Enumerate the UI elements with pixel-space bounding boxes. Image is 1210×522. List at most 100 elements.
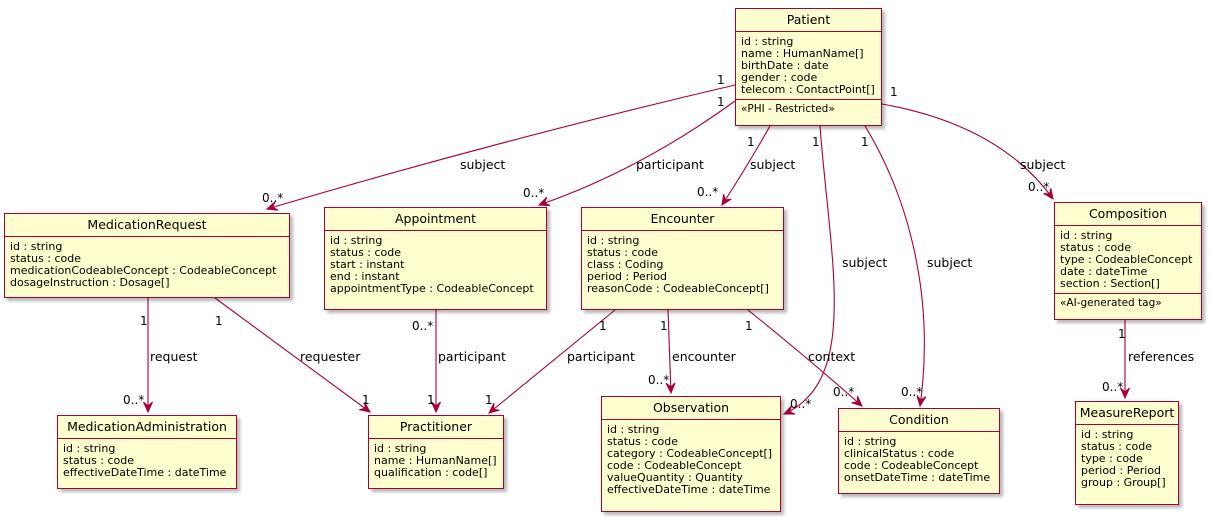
class-attribute: date : dateTime <box>1060 265 1148 278</box>
class-attribute: id : string <box>374 442 427 455</box>
multiplicity-source: 1 <box>717 95 725 109</box>
class-attribute: end : instant <box>330 270 400 283</box>
multiplicity-target: 1 <box>427 393 435 407</box>
multiplicity-target: 1 <box>362 393 370 407</box>
association-label: context <box>808 349 856 364</box>
arrowhead <box>1120 387 1130 400</box>
class-attribute: medicationCodeableConcept : CodeableConc… <box>10 264 277 277</box>
class-attribute: id : string <box>607 423 660 436</box>
arrowhead <box>721 193 732 207</box>
association-line <box>783 125 835 415</box>
class-attribute: id : string <box>587 234 640 247</box>
class-attribute: id : string <box>10 240 63 253</box>
arrowhead <box>1043 188 1054 200</box>
multiplicity-source: 1 <box>660 319 668 333</box>
class-attribute: dosageInstruction : Dosage[] <box>10 276 170 289</box>
association-line <box>214 297 371 413</box>
multiplicity-target: 0..* <box>1028 180 1050 194</box>
class-attribute: id : string <box>1060 229 1113 242</box>
class-attribute: reasonCode : CodeableConcept[] <box>587 282 769 295</box>
multiplicity-target: 1 <box>485 393 493 407</box>
multiplicity-source: 0..* <box>412 319 434 333</box>
class-name: Patient <box>736 9 881 32</box>
class-attribute: code : CodeableConcept <box>844 459 979 472</box>
association-label: subject <box>927 255 973 270</box>
class-attribute: gender : code <box>741 71 818 84</box>
class-attribute: period : Period <box>587 270 668 283</box>
class-attribute: status : code <box>587 246 659 259</box>
arrowhead <box>851 395 863 407</box>
multiplicity-target: 0..* <box>123 393 145 407</box>
class-name: MeasureReport <box>1076 402 1178 425</box>
association-label: request <box>150 349 198 364</box>
multiplicity-target: 0..* <box>262 191 284 205</box>
class-attribute: id : string <box>1081 428 1134 441</box>
multiplicity-target: 0..* <box>648 373 670 387</box>
association-label: subject <box>460 157 506 172</box>
association-line <box>266 84 736 210</box>
association-label: requester <box>300 349 361 364</box>
arrowhead <box>359 402 371 413</box>
class-attribute: class : Coding <box>587 258 664 271</box>
class-attribute: group : Group[] <box>1081 476 1166 489</box>
multiplicity-target: 0..* <box>833 385 855 399</box>
arrowhead <box>143 401 153 414</box>
class-attribute: effectiveDateTime : dateTime <box>63 466 227 479</box>
association-label: encounter <box>672 349 736 364</box>
association-label: subject <box>842 255 888 270</box>
class-attribute: id : string <box>330 234 383 247</box>
class-attribute: period : Period <box>1081 464 1162 477</box>
class-attribute: status : code <box>607 435 679 448</box>
class-attribute: name : HumanName[] <box>741 47 864 60</box>
multiplicity-source: 1 <box>215 314 223 328</box>
class-attribute: type : code <box>1081 452 1143 465</box>
class-name: Composition <box>1055 203 1201 226</box>
class-name: Condition <box>839 409 999 432</box>
multiplicity-target: 0..* <box>1102 380 1124 394</box>
association-line <box>881 103 1054 200</box>
class-attribute: id : string <box>63 442 116 455</box>
class-attribute: effectiveDateTime : dateTime <box>607 483 771 496</box>
arrowhead <box>537 196 551 207</box>
association-line <box>747 309 863 407</box>
association-label: subject <box>750 157 796 172</box>
multiplicity-target: 0..* <box>697 185 719 199</box>
multiplicity-target: 0..* <box>901 385 923 399</box>
arrowhead <box>782 405 796 415</box>
association-line <box>864 125 925 407</box>
class-attribute: start : instant <box>330 258 405 271</box>
class-attribute: type : CodeableConcept <box>1060 253 1193 266</box>
arrowhead <box>665 382 676 395</box>
multiplicity-source: 1 <box>140 314 148 328</box>
class-name: Observation <box>602 397 780 420</box>
stereotype-tag: «PHI - Restricted» <box>736 99 881 118</box>
multiplicity-source: 1 <box>747 135 755 149</box>
class-attribute: status : code <box>1060 241 1132 254</box>
class-attribute: appointmentType : CodeableConcept <box>330 282 534 295</box>
association-label: participant <box>636 157 704 172</box>
class-attribute: telecom : ContactPoint[] <box>741 83 875 96</box>
class-attribute: status : code <box>330 246 402 259</box>
multiplicity-target: 0..* <box>523 186 545 200</box>
class-attribute: status : code <box>63 454 135 467</box>
multiplicity-source: 1 <box>599 319 607 333</box>
class-name: MedicationRequest <box>5 214 289 237</box>
